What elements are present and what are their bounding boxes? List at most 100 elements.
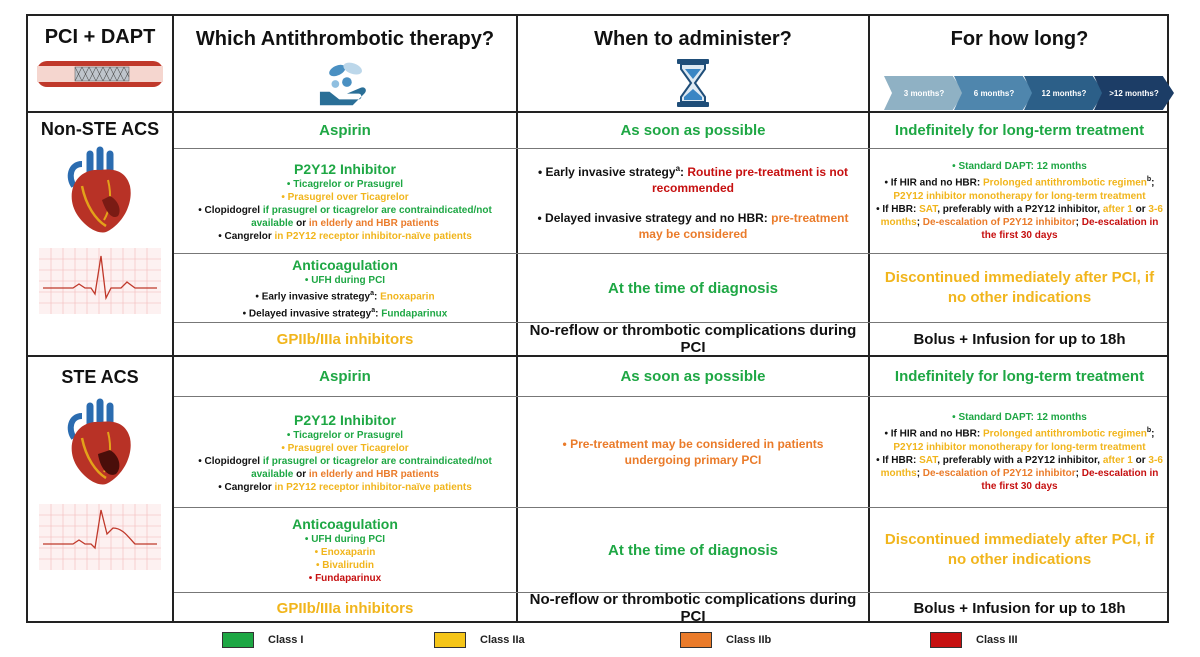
ste-gp-therapy: GPIIb/IIIa inhibitors xyxy=(174,593,516,623)
nste-label: Non-STE ACS xyxy=(40,119,160,139)
ste-aspirin-when-text: As soon as possible xyxy=(620,368,766,385)
nste-anticoag-duration: Discontinued immediately after PCI, if n… xyxy=(870,254,1169,322)
nste-aspirin-when: As soon as possible xyxy=(518,113,868,148)
stent-icon xyxy=(37,61,163,87)
nste-gp-when-text: No-reflow or thrombotic complications du… xyxy=(529,323,857,355)
ste-anticoag-line2: • Enoxaparin xyxy=(314,547,376,558)
nste-p2y12-line1: • Ticagrelor or Prasugrel xyxy=(286,178,404,190)
heart-icon xyxy=(67,146,131,233)
ste-p2y12-duration-1: • Standard DAPT: 12 months xyxy=(952,412,1087,424)
nste-anticoag-title: Anticoagulation xyxy=(292,257,398,274)
ste-p2y12-duration-2: • If HIR and no HBR: Prolonged antithrom… xyxy=(884,427,1155,453)
header-col0-label: PCI + DAPT xyxy=(44,26,156,48)
recommendations-table: PCI + DAPT Which Antithrombotic therapy?… xyxy=(26,14,1174,623)
nste-gp-therapy: GPIIb/IIIa inhibitors xyxy=(174,323,516,355)
ste-aspirin-when: As soon as possible xyxy=(518,357,868,396)
ste-p2y12-when: • Pre-treatment may be considered in pat… xyxy=(518,397,868,507)
duration-arrow-label: 3 months? xyxy=(903,88,945,98)
nste-p2y12-when-1: • Early invasive strategya: Routine pre-… xyxy=(537,163,849,195)
ste-anticoag-therapy: Anticoagulation • UFH during PCI • Enoxa… xyxy=(174,508,516,592)
class-i-swatch xyxy=(222,632,254,648)
nste-p2y12-line2: • Prasugrel over Ticagrelor xyxy=(281,191,409,203)
ecg-icon xyxy=(39,248,161,314)
nste-p2y12-duration-3: • If HBR: SAT, preferably with a P2Y12 i… xyxy=(876,203,1163,241)
nste-gp-label: GPIIb/IIIa inhibitors xyxy=(276,330,414,348)
ste-gp-label: GPIIb/IIIa inhibitors xyxy=(276,599,414,617)
class-iia-swatch xyxy=(434,632,466,648)
hand-pills-icon xyxy=(319,62,366,106)
hourglass-icon xyxy=(677,59,709,107)
heart-icon xyxy=(67,398,131,485)
ste-gp-when: No-reflow or thrombotic complications du… xyxy=(518,593,868,623)
nste-p2y12-duration-1: • Standard DAPT: 12 months xyxy=(952,161,1087,173)
header-col3-label: For how long? xyxy=(950,28,1089,50)
nste-aspirin-therapy: Aspirin xyxy=(174,113,516,148)
ste-aspirin-therapy: Aspirin xyxy=(174,357,516,396)
ste-p2y12-when-text: • Pre-treatment may be considered in pat… xyxy=(562,437,824,467)
header-duration: For how long? xyxy=(870,16,1169,111)
class-iii-swatch xyxy=(930,632,962,648)
legend-class-i: Class I xyxy=(222,630,303,650)
legend-class-iii: Class III xyxy=(930,630,1018,650)
duration-arrow-6-months: 6 months? xyxy=(954,76,1034,110)
legend-label: Class I xyxy=(268,634,304,646)
nste-p2y12-duration-2: • If HIR and no HBR: Prolonged antithrom… xyxy=(884,176,1155,202)
duration-arrow-over-12-months: >12 months? xyxy=(1094,76,1174,110)
ecg-icon xyxy=(39,504,161,570)
nste-p2y12-when-2: • Delayed invasive strategy and no HBR: … xyxy=(537,210,849,241)
ste-p2y12-therapy: P2Y12 Inhibitor • Ticagrelor or Prasugre… xyxy=(174,397,516,507)
nste-p2y12-when: • Early invasive strategya: Routine pre-… xyxy=(518,149,868,253)
nste-p2y12-title: P2Y12 Inhibitor xyxy=(294,160,396,177)
ste-aspirin-label: Aspirin xyxy=(319,368,371,385)
header-col2-label: When to administer? xyxy=(594,28,792,50)
ste-anticoag-duration-text: Discontinued immediately after PCI, if n… xyxy=(884,531,1155,568)
legend-label: Class IIb xyxy=(726,634,772,646)
ste-gp-duration: Bolus + Infusion for up to 18h xyxy=(870,593,1169,623)
ste-gp-duration-text: Bolus + Infusion for up to 18h xyxy=(913,599,1126,617)
ste-p2y12-title: P2Y12 Inhibitor xyxy=(294,411,396,428)
ste-p2y12-duration: • Standard DAPT: 12 months • If HIR and … xyxy=(870,397,1169,507)
nste-aspirin-duration: Indefinitely for long-term treatment xyxy=(870,113,1169,148)
nste-anticoag-line2: • Early invasive strategya: Enoxaparin xyxy=(255,290,435,303)
ste-anticoag-line4: • Fundaparinux xyxy=(308,573,382,584)
header-therapy: Which Antithrombotic therapy? xyxy=(174,16,516,111)
ste-gp-when-text: No-reflow or thrombotic complications du… xyxy=(529,593,857,623)
ste-anticoag-when-text: At the time of diagnosis xyxy=(607,541,778,559)
header-when: When to administer? xyxy=(518,16,868,111)
nste-anticoag-when-text: At the time of diagnosis xyxy=(607,279,778,297)
nste-p2y12-line3: • Clopidogrel if prasugrel or ticagrelor… xyxy=(198,204,492,229)
nste-p2y12-line4: • Cangrelor in P2Y12 receptor inhibitor-… xyxy=(218,230,472,242)
nste-anticoag-line3: • Delayed invasive strategya: Fundaparin… xyxy=(242,306,448,319)
duration-arrow-12-months: 12 months? xyxy=(1024,76,1104,110)
nste-aspirin-when-text: As soon as possible xyxy=(620,122,766,139)
nste-aspirin-duration-text: Indefinitely for long-term treatment xyxy=(894,122,1145,139)
nste-anticoag-line1: • UFH during PCI xyxy=(304,275,386,287)
nste-anticoag-duration-text: Discontinued immediately after PCI, if n… xyxy=(884,269,1155,306)
ste-p2y12-line3: • Clopidogrel if prasugrel or ticagrelor… xyxy=(198,455,492,480)
legend-class-iib: Class IIb xyxy=(680,630,771,650)
header-col1-label: Which Antithrombotic therapy? xyxy=(195,28,495,50)
legend-class-iia: Class IIa xyxy=(434,630,525,650)
ste-anticoag-duration: Discontinued immediately after PCI, if n… xyxy=(870,508,1169,592)
duration-arrow-label: 12 months? xyxy=(1041,88,1087,98)
nste-anticoag-when: At the time of diagnosis xyxy=(518,254,868,322)
ste-p2y12-duration-3: • If HBR: SAT, preferably with a P2Y12 i… xyxy=(876,454,1163,492)
ste-aspirin-duration: Indefinitely for long-term treatment xyxy=(870,357,1169,396)
ste-row-label: STE ACS xyxy=(28,357,172,623)
ste-anticoag-line1: • UFH during PCI xyxy=(304,534,386,545)
ste-p2y12-line2: • Prasugrel over Ticagrelor xyxy=(281,442,409,454)
ste-anticoag-title: Anticoagulation xyxy=(292,516,398,532)
nste-gp-duration-text: Bolus + Infusion for up to 18h xyxy=(913,330,1126,348)
duration-arrow-label: >12 months? xyxy=(1109,88,1159,98)
class-iib-swatch xyxy=(680,632,712,648)
ste-anticoag-line3: • Bivalirudin xyxy=(316,560,374,571)
duration-arrow-3-months: 3 months? xyxy=(884,76,964,110)
ste-anticoag-when: At the time of diagnosis xyxy=(518,508,868,592)
ste-aspirin-duration-text: Indefinitely for long-term treatment xyxy=(894,368,1145,385)
ste-p2y12-line4: • Cangrelor in P2Y12 receptor inhibitor-… xyxy=(218,481,472,493)
header-pci-dapt: PCI + DAPT xyxy=(28,16,172,111)
legend-label: Class III xyxy=(976,634,1018,646)
nste-aspirin-label: Aspirin xyxy=(319,122,371,139)
nste-anticoag-therapy: Anticoagulation • UFH during PCI • Early… xyxy=(174,254,516,322)
nste-p2y12-therapy: P2Y12 Inhibitor • Ticagrelor or Prasugre… xyxy=(174,149,516,253)
